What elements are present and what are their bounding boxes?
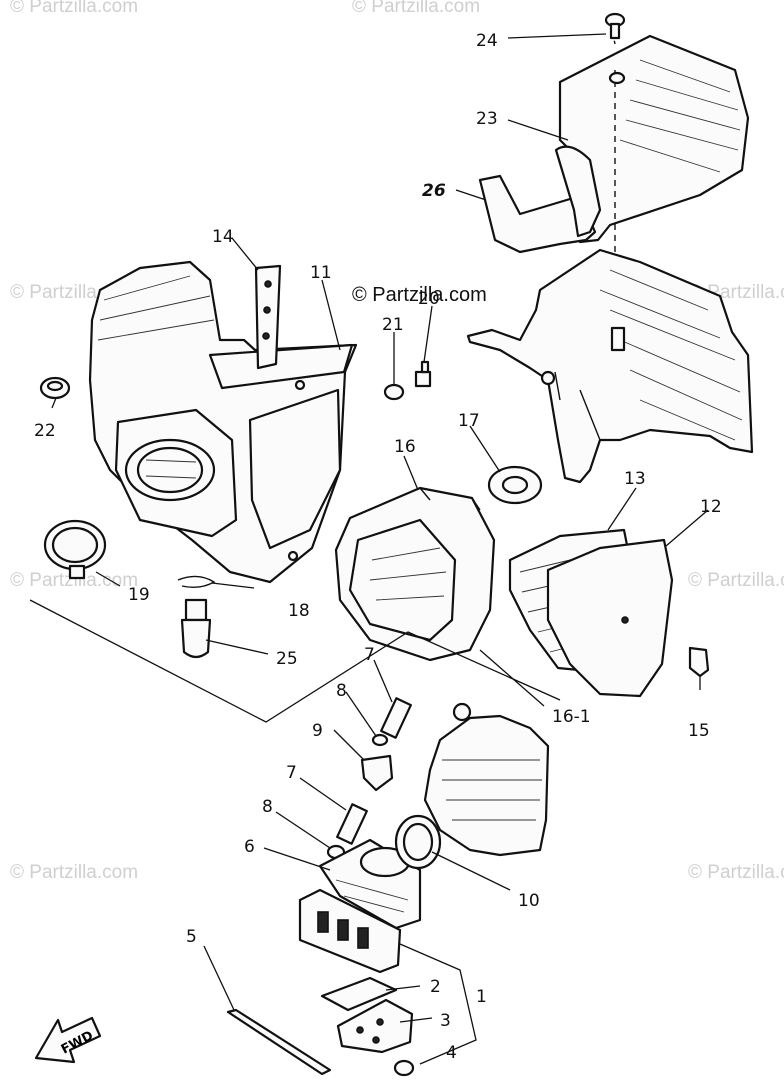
- screw-24: [604, 12, 626, 40]
- callout-7-lower: 7: [286, 763, 297, 783]
- callout-24: 24: [476, 31, 498, 51]
- washer-21: [383, 383, 405, 401]
- clamp-19: [43, 519, 107, 580]
- frame-bracket: [466, 248, 754, 484]
- callout-19: 19: [128, 585, 150, 605]
- bracket-9: [360, 754, 394, 792]
- callout-8-lower: 8: [262, 797, 273, 817]
- watermark-row3-left: © Partzilla.com: [10, 570, 139, 591]
- callout-5: 5: [186, 927, 197, 947]
- rear-cover-assembly: [478, 29, 750, 340]
- watermark-top-left: © Partzilla.com: [10, 0, 139, 17]
- damper-17: [487, 465, 543, 505]
- bolt-7-lower: [336, 803, 368, 845]
- element-holder-16: [334, 486, 496, 662]
- leader-lines: [29, 33, 709, 1065]
- callout-16-1: 16-1: [552, 707, 591, 727]
- stopper-3: [336, 998, 414, 1054]
- callout-4: 4: [446, 1043, 457, 1063]
- callout-26: 26: [422, 181, 446, 201]
- joint-6: [318, 838, 422, 930]
- bolt-20: [414, 360, 432, 388]
- reed-valve-body-1: [298, 888, 402, 974]
- clip-15: [688, 646, 710, 678]
- callout-18: 18: [288, 601, 310, 621]
- callout-2: 2: [430, 977, 441, 997]
- watermark-bottom-right: © Partzilla.com: [688, 862, 784, 883]
- callout-3: 3: [440, 1011, 451, 1031]
- drain-plug-25: [180, 598, 212, 659]
- carburetor-outline: [423, 702, 550, 857]
- callout-14: 14: [212, 227, 234, 247]
- grommet-22: [39, 376, 71, 400]
- callout-13: 13: [624, 469, 646, 489]
- callout-25: 25: [276, 649, 298, 669]
- air-box-11: [88, 260, 358, 584]
- gasket-5: [226, 1008, 332, 1076]
- callout-8-upper: 8: [336, 681, 347, 701]
- forward-arrow-icon: FWD: [34, 1016, 102, 1064]
- callout-16: 16: [394, 437, 416, 457]
- reed-2: [320, 976, 398, 1012]
- watermark-center: © Partzilla.com: [352, 284, 487, 306]
- clip-18: [177, 575, 216, 589]
- washer-24: [608, 71, 626, 85]
- callout-23: 23: [476, 109, 498, 129]
- filter-element-12: [546, 538, 674, 698]
- callout-9: 9: [312, 721, 323, 741]
- callout-10: 10: [518, 891, 540, 911]
- watermark-row3-right: © Partzilla.com: [688, 570, 784, 591]
- clamp-10: [394, 814, 442, 870]
- callout-labels: 24 23 26 14 11 20 21 22 17 16 13 12 19 1…: [34, 31, 722, 1063]
- callout-20: 20: [418, 289, 440, 309]
- bracket-14: [254, 264, 282, 370]
- watermark-top-right: © Partzilla.com: [352, 0, 481, 17]
- callout-21: 21: [382, 315, 404, 335]
- callout-22: 22: [34, 421, 56, 441]
- watermark-bottom-left: © Partzilla.com: [10, 862, 139, 883]
- bolt-7-upper: [380, 697, 412, 739]
- callout-12: 12: [700, 497, 722, 517]
- callout-6: 6: [244, 837, 255, 857]
- callout-11: 11: [310, 263, 332, 283]
- callout-1: 1: [476, 987, 487, 1007]
- callout-7-upper: 7: [364, 645, 375, 665]
- washer-8-upper: [371, 733, 389, 747]
- callout-17: 17: [458, 411, 480, 431]
- callout-15: 15: [688, 721, 710, 741]
- screw-4: [393, 1059, 415, 1077]
